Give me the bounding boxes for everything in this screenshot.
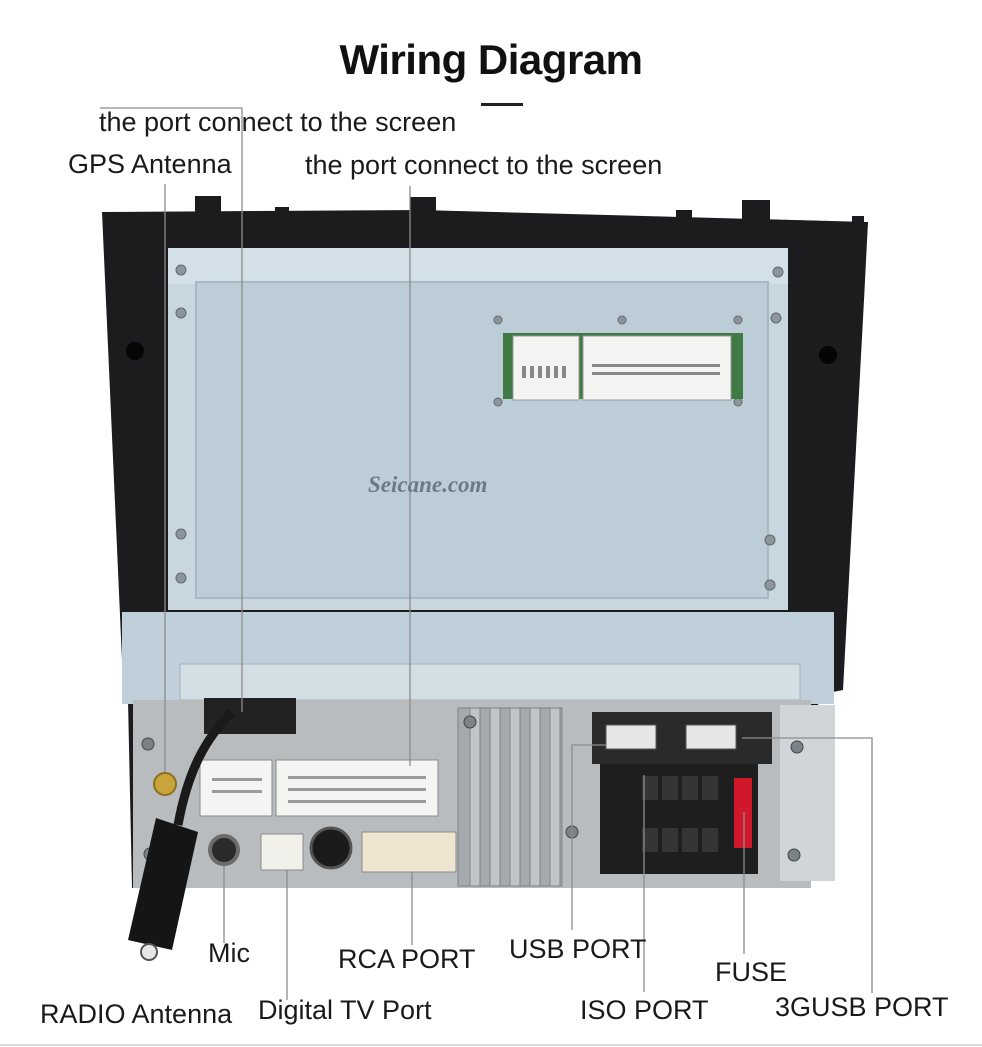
screen-connector-pins <box>522 364 720 378</box>
usb-port-socket <box>605 724 657 750</box>
label-iso-port: ISO PORT <box>580 995 709 1025</box>
leader-lines <box>100 107 873 1000</box>
label-radio-antenna: RADIO Antenna <box>40 999 233 1029</box>
label-port-screen-2: the port connect to the screen <box>305 150 663 180</box>
bezel-hole <box>819 346 837 364</box>
rca-socket <box>361 831 457 873</box>
socket-pins <box>212 776 426 803</box>
bezel-tab <box>676 210 692 224</box>
label-3gusb-port: 3GUSB PORT <box>775 992 949 1022</box>
label-usb-port: USB PORT <box>509 934 647 964</box>
radio-antenna-tip <box>140 943 158 961</box>
bezel-hole <box>126 342 144 360</box>
title-underline <box>481 103 523 106</box>
label-digital-tv-port: Digital TV Port <box>258 995 432 1025</box>
bezel-tab <box>742 200 770 222</box>
bezel-tab <box>852 216 864 230</box>
chassis-top-rail <box>179 663 801 701</box>
round-din-socket <box>309 826 353 870</box>
bezel-tab <box>410 197 436 217</box>
gps-connector <box>153 772 177 796</box>
bottom-divider <box>0 1044 982 1046</box>
watermark: Seicane.com <box>368 472 487 497</box>
fuse <box>734 778 752 848</box>
radio-antenna-plug <box>128 818 198 950</box>
screen-socket-white-small <box>199 759 273 817</box>
page-title: Wiring Diagram <box>339 36 644 83</box>
screen-back-inner <box>195 281 769 599</box>
heatsink <box>457 707 563 887</box>
screen-screws <box>175 264 784 591</box>
screen-connector-large <box>582 335 732 401</box>
bezel-tab <box>275 207 289 219</box>
iso-port-block <box>600 764 758 874</box>
screen-back-panel-top <box>168 248 788 284</box>
label-gps-antenna: GPS Antenna <box>68 149 232 179</box>
radio-antenna-cable <box>173 708 236 826</box>
label-rca-port: RCA PORT <box>338 944 476 974</box>
iso-port-cells <box>642 776 718 852</box>
mic-jack <box>208 834 240 866</box>
usb3g-port-socket <box>685 724 737 750</box>
label-fuse: FUSE <box>715 957 788 987</box>
label-mic: Mic <box>208 938 250 968</box>
digital-tv-socket <box>260 833 304 871</box>
bezel-tab <box>195 196 221 218</box>
label-port-screen-1: the port connect to the screen <box>99 107 457 137</box>
